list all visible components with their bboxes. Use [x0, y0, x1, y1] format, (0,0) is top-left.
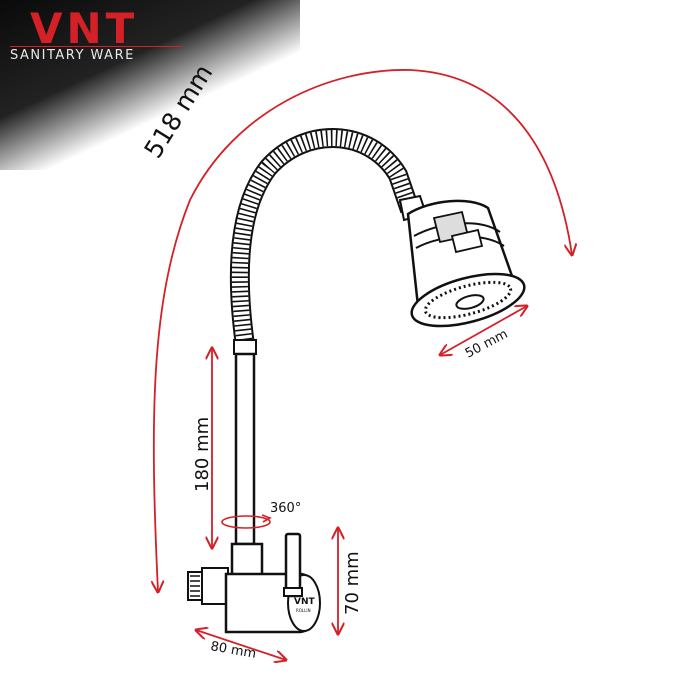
rotation-arrow-icon	[261, 514, 272, 523]
valve-plate-subtext: ROLLIN	[296, 608, 311, 613]
body-length-dimension-line	[196, 630, 286, 660]
spray-diameter-label: 50 mm	[463, 327, 511, 362]
total-length-label: 518 mm	[138, 59, 218, 163]
pipe-height-label: 180 mm	[192, 417, 213, 492]
spray-diameter-dimension-line	[440, 306, 527, 355]
rigid-pipe	[233, 339, 257, 546]
rotation-indicator	[221, 515, 271, 529]
logo-divider	[10, 46, 182, 47]
handle-lever	[283, 532, 303, 598]
brand-corner-background	[0, 0, 300, 170]
brand-logo: VNT	[30, 4, 139, 53]
body-length-label: 80 mm	[209, 639, 257, 662]
rotation-label: 360°	[270, 501, 301, 516]
brand-tagline: SANITARY WARE	[10, 48, 135, 63]
flexible-hose	[229, 128, 420, 347]
body-height-label: 70 mm	[342, 551, 363, 615]
total-length-dimension-arc	[154, 69, 572, 592]
valve-plate-logo: VNT	[294, 597, 315, 607]
